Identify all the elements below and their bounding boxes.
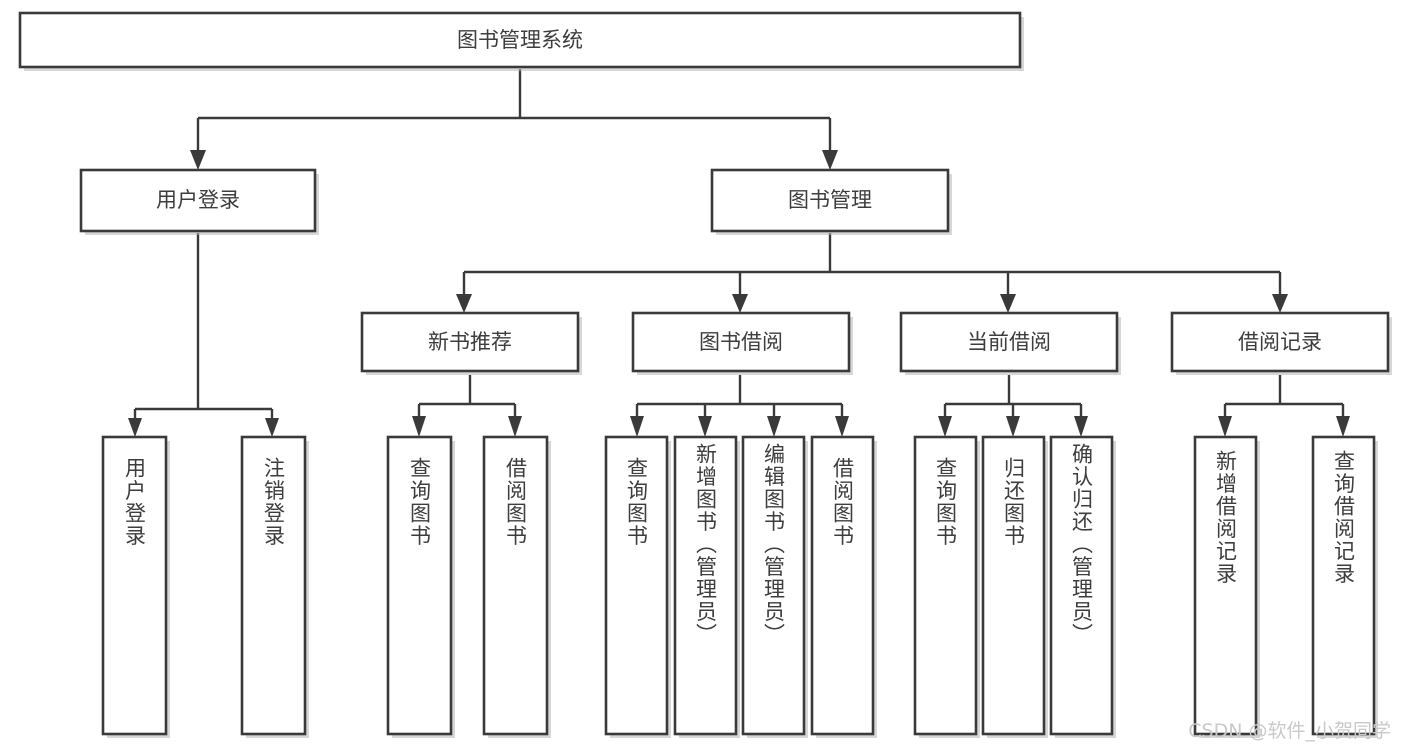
arrow-to-leaf-add-record [1218, 416, 1232, 437]
connector-layer [128, 69, 1350, 437]
node-root[interactable]: 图书管理系统 [18, 11, 1024, 71]
node-user-login-label: 用户登录 [156, 188, 240, 212]
csdn-watermark: CSDN @软件_小贺同学 [1188, 720, 1391, 742]
arrow-to-leaf-user-login [128, 418, 142, 437]
node-leaf-query-book-1[interactable] [386, 435, 455, 738]
node-leaf-query-record[interactable] [1311, 435, 1378, 738]
node-borrow-record-label: 借阅记录 [1238, 330, 1322, 354]
arrow-to-leaf-edit-book [767, 416, 781, 437]
arrow-to-current-borrow [1000, 294, 1016, 313]
node-leaf-edit-book[interactable] [741, 435, 808, 738]
arrow-to-leaf-confirm-return [1074, 416, 1088, 437]
node-current-borrow[interactable]: 当前借阅 [899, 311, 1121, 375]
arrow-to-leaf-add-book [698, 416, 712, 437]
arrow-to-leaf-borrow-book-1 [508, 416, 522, 437]
arrow-root-to-book-manage [822, 150, 838, 170]
node-leaf-confirm-return[interactable] [1049, 435, 1116, 738]
arrow-to-borrow-record [1272, 294, 1288, 313]
node-user-login[interactable]: 用户登录 [79, 168, 319, 235]
node-new-book-recommend-label: 新书推荐 [428, 330, 512, 354]
node-leaf-return-book[interactable] [981, 435, 1048, 738]
arrow-to-leaf-query-book-2 [630, 416, 644, 437]
arrow-root-to-user-login [190, 150, 206, 170]
node-leaf-add-record[interactable] [1193, 435, 1260, 738]
arrow-to-book-borrow [732, 294, 748, 313]
arrow-to-leaf-query-book-1 [412, 416, 426, 437]
arrow-to-leaf-return-book [1006, 416, 1020, 437]
node-leaf-user-login[interactable] [101, 435, 170, 738]
node-leaf-query-book-3[interactable] [913, 435, 980, 738]
node-book-manage[interactable]: 图书管理 [710, 168, 952, 235]
arrow-to-leaf-query-record [1336, 416, 1350, 437]
node-leaf-borrow-book-1[interactable] [482, 435, 551, 738]
arrow-to-leaf-logout [265, 418, 279, 437]
node-book-manage-label: 图书管理 [788, 188, 872, 212]
node-root-label: 图书管理系统 [457, 28, 583, 52]
node-leaf-logout[interactable] [240, 435, 309, 738]
node-leaf-query-book-2[interactable] [604, 435, 671, 738]
arrow-to-leaf-query-book-3 [938, 416, 952, 437]
node-book-borrow[interactable]: 图书借阅 [631, 311, 853, 375]
node-leaf-borrow-book-2[interactable] [810, 435, 877, 738]
arrow-to-leaf-borrow-book-2 [835, 416, 849, 437]
node-borrow-record[interactable]: 借阅记录 [1170, 311, 1392, 375]
node-book-borrow-label: 图书借阅 [699, 330, 783, 354]
node-new-book-recommend[interactable]: 新书推荐 [360, 311, 582, 375]
node-current-borrow-label: 当前借阅 [967, 330, 1051, 354]
node-leaf-add-book[interactable] [673, 435, 740, 738]
arrow-to-new-book-recommend [456, 294, 472, 313]
